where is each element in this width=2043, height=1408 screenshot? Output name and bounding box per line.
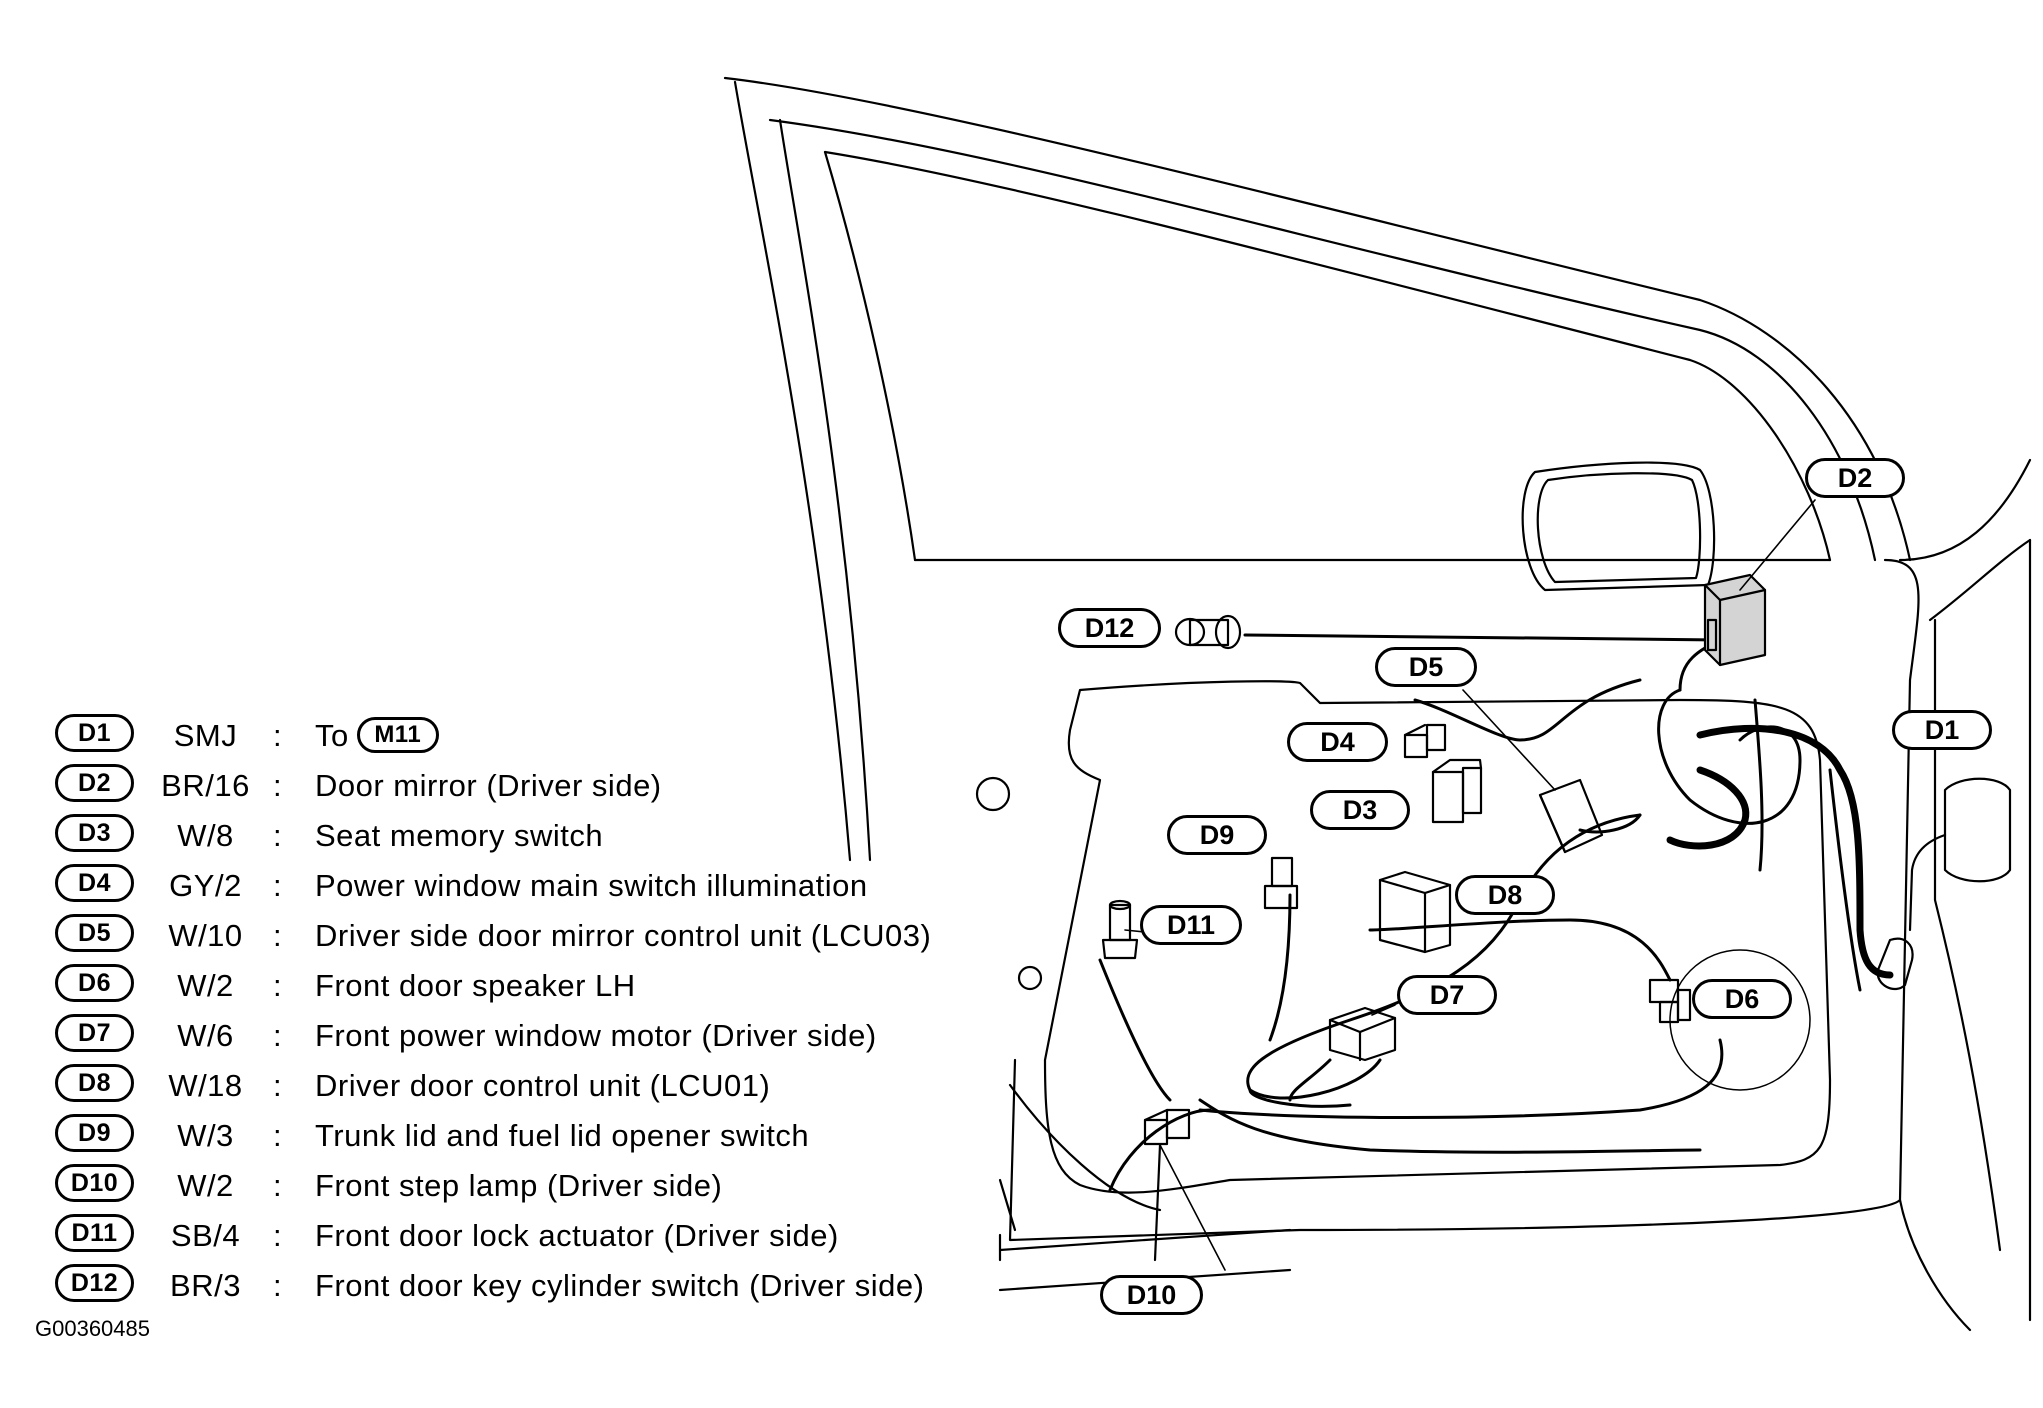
legend-ref: M11 [356, 716, 439, 753]
leader-lines [1124, 499, 1816, 1271]
legend-id: D1 [55, 714, 134, 752]
callout-d7: D7 [1397, 975, 1497, 1015]
legend-desc: Power window main switch illumination [315, 868, 868, 903]
legend-row: D10 W/2 : Front step lamp (Driver side) [0, 1160, 1000, 1210]
callout-d2: D2 [1805, 458, 1905, 498]
d11-actuator [1101, 899, 1139, 960]
legend-sep: : [273, 1268, 283, 1303]
legend-desc: Trunk lid and fuel lid opener switch [315, 1118, 810, 1153]
legend-row: D12 BR/3 : Front door key cylinder switc… [0, 1260, 1000, 1310]
d5-module [1538, 778, 1604, 854]
d12-switch [1174, 614, 1242, 650]
window-frame [723, 76, 1912, 862]
legend-sep: : [273, 718, 283, 753]
door-edge [1898, 458, 2032, 1322]
legend-id: D3 [55, 814, 134, 852]
legend-sep: : [273, 1018, 283, 1053]
legend-code: W/18 [168, 1068, 243, 1103]
legend-sep: : [273, 868, 283, 903]
legend-sep: : [273, 768, 283, 803]
legend-desc: Front step lamp (Driver side) [315, 1168, 723, 1203]
mirror-outline [1521, 461, 1716, 592]
legend-row: D9 W/3 : Trunk lid and fuel lid opener s… [0, 1110, 1000, 1160]
legend-code: SB/4 [170, 1218, 241, 1253]
main-trunk-wire [1666, 724, 1894, 979]
d8-unit [1378, 870, 1452, 954]
callout-d11: D11 [1140, 905, 1242, 945]
legend-desc: Driver side door mirror control unit (LC… [315, 918, 932, 953]
panel-hole-upper [975, 776, 1011, 812]
legend-code: W/2 [177, 1168, 234, 1203]
legend-desc: Seat memory switch [315, 818, 604, 853]
legend-code: SMJ [173, 718, 238, 753]
legend-id: D12 [55, 1264, 134, 1302]
callout-d1: D1 [1892, 710, 1992, 750]
legend-code: W/3 [177, 1118, 234, 1153]
legend-row: D11 SB/4 : Front door lock actuator (Dri… [0, 1210, 1000, 1260]
legend-desc: Driver door control unit (LCU01) [315, 1068, 771, 1103]
door-panel-outline [998, 558, 1972, 1332]
callout-d8: D8 [1455, 875, 1555, 915]
legend-id: D9 [55, 1114, 134, 1152]
callout-d6: D6 [1692, 979, 1792, 1019]
legend-id: D2 [55, 764, 134, 802]
legend-row: D8 W/18 : Driver door control unit (LCU0… [0, 1060, 1000, 1110]
legend-id: D11 [55, 1214, 134, 1252]
legend-row: D2 BR/16 : Door mirror (Driver side) [0, 760, 1000, 810]
d4-connector [1403, 723, 1447, 759]
legend-desc: Front door key cylinder switch (Driver s… [315, 1268, 925, 1303]
d6-connector [1648, 978, 1692, 1024]
legend-id: D8 [55, 1064, 134, 1102]
legend-id: D4 [55, 864, 134, 902]
legend-sep: : [273, 818, 283, 853]
d9-switch [1263, 856, 1299, 910]
legend-desc: Front door speaker LH [315, 968, 636, 1003]
legend-code: W/6 [177, 1018, 234, 1053]
legend-sep: : [273, 1218, 283, 1253]
legend-sep: : [273, 1168, 283, 1203]
d1-connector [1876, 777, 2012, 991]
legend-row: D5 W/10 : Driver side door mirror contro… [0, 910, 1000, 960]
legend-code: W/2 [177, 968, 234, 1003]
legend-desc: To [315, 718, 349, 753]
d3-switch [1431, 758, 1483, 824]
legend-row: D3 W/8 : Seat memory switch [0, 810, 1000, 860]
figure-id: G00360485 [35, 1316, 150, 1341]
legend-id: D6 [55, 964, 134, 1002]
legend-sep: : [273, 1068, 283, 1103]
legend-id: D10 [55, 1164, 134, 1202]
legend-code: BR/3 [170, 1268, 241, 1303]
legend-code: W/8 [177, 818, 234, 853]
callout-d3: D3 [1310, 790, 1410, 830]
callout-d9: D9 [1167, 815, 1267, 855]
legend-id: D7 [55, 1014, 134, 1052]
legend-sep: : [273, 968, 283, 1003]
legend-row: D7 W/6 : Front power window motor (Drive… [0, 1010, 1000, 1060]
legend-sep: : [273, 1118, 283, 1153]
callout-d12: D12 [1058, 608, 1161, 648]
legend-row: D6 W/2 : Front door speaker LH [0, 960, 1000, 1010]
speaker-circle [1669, 949, 1811, 1091]
legend-id: D5 [55, 914, 134, 952]
callout-d5: D5 [1375, 647, 1477, 687]
d10-lamp [1143, 1108, 1191, 1262]
d7-motor [1328, 1006, 1397, 1062]
callout-d10: D10 [1100, 1275, 1203, 1315]
legend-code: W/10 [168, 918, 243, 953]
legend-code: BR/16 [161, 768, 250, 803]
legend-row: D4 GY/2 : Power window main switch illum… [0, 860, 1000, 910]
panel-hole-lower [1017, 965, 1043, 991]
legend-desc: Front power window motor (Driver side) [315, 1018, 877, 1053]
legend-sep: : [273, 918, 283, 953]
callout-d4: D4 [1287, 722, 1388, 762]
legend-code: GY/2 [169, 868, 242, 903]
legend-desc: Front door lock actuator (Driver side) [315, 1218, 839, 1253]
d2-connector [1703, 573, 1767, 667]
legend-desc: Door mirror (Driver side) [315, 768, 662, 803]
